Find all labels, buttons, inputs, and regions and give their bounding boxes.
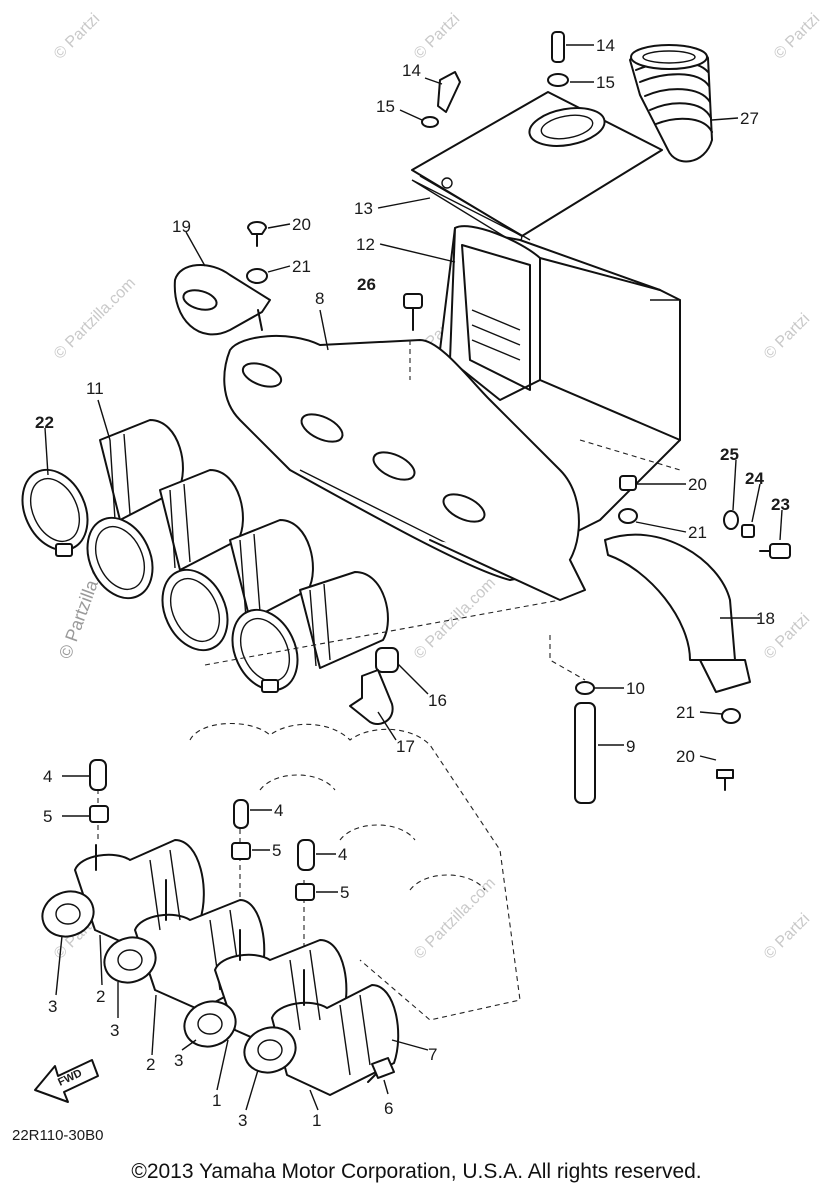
callout-4: 4 <box>43 767 52 786</box>
callout-2: 2 <box>146 1055 155 1074</box>
callout-21: 21 <box>688 523 707 542</box>
watermark-text: © Partzi <box>51 10 103 62</box>
callout-13: 13 <box>354 199 373 218</box>
part-15-washer <box>421 73 569 128</box>
part-10-clip <box>575 681 595 695</box>
part-25-washer <box>723 510 739 530</box>
callout-9: 9 <box>626 737 635 756</box>
parts-diagram: © Partzi © Partzi © Partzi © Partzilla.c… <box>12 10 823 1144</box>
callout-8: 8 <box>315 289 324 308</box>
callout-1: 1 <box>312 1111 321 1130</box>
callout-4: 4 <box>274 801 283 820</box>
callout-26: 26 <box>357 275 376 294</box>
part-21-collar <box>246 268 741 724</box>
watermark-text: © Partzilla.com <box>51 275 139 363</box>
callout-11: 11 <box>86 379 104 398</box>
callout-3: 3 <box>174 1051 183 1070</box>
part-22-clamp-bands <box>21 468 299 693</box>
copyright-notice: ©2013 Yamaha Motor Corporation, U.S.A. A… <box>131 1160 702 1183</box>
leader-lines <box>44 44 783 1111</box>
part-4-cap <box>89 759 315 871</box>
callout-3: 3 <box>110 1021 119 1040</box>
callout-16: 16 <box>428 691 447 710</box>
callout-5: 5 <box>272 841 281 860</box>
part-16-joint <box>375 647 399 673</box>
fwd-arrow-icon: FWD <box>34 1059 99 1103</box>
part-9-hose <box>574 702 596 804</box>
callout-22: 22 <box>35 413 54 432</box>
watermark-text: © Partzilla.com <box>411 875 499 963</box>
part-5-clamp <box>89 805 315 901</box>
callout-10: 10 <box>626 679 645 698</box>
part-12-airbox <box>439 225 681 541</box>
watermark-text: © Partzi <box>411 10 463 62</box>
callout-27: 27 <box>740 109 759 128</box>
callout-5: 5 <box>43 807 52 826</box>
callout-7: 7 <box>428 1045 437 1064</box>
callout-3: 3 <box>48 997 57 1016</box>
watermark-text: © Partzi <box>761 910 813 962</box>
part-11-carburetor-joints <box>99 419 389 669</box>
callout-5: 5 <box>340 883 349 902</box>
engine-outline <box>189 723 521 1021</box>
callout-6: 6 <box>384 1099 393 1118</box>
callout-21: 21 <box>292 257 311 276</box>
callout-4: 4 <box>338 845 347 864</box>
callout-23: 23 <box>771 495 790 514</box>
callout-18: 18 <box>756 609 775 628</box>
callout-15: 15 <box>376 97 395 116</box>
part-8-joint-plate <box>223 335 586 601</box>
part-3-caps <box>41 890 297 1074</box>
callout-2: 2 <box>96 987 105 1006</box>
callout-15: 15 <box>596 73 615 92</box>
watermark-text: © Partzi <box>771 10 823 62</box>
part-6-bolt <box>367 1057 395 1083</box>
callout-14: 14 <box>596 36 615 55</box>
part-20-bolt <box>247 221 734 791</box>
callout-20: 20 <box>676 747 695 766</box>
callout-3: 3 <box>238 1111 247 1130</box>
watermark-text: © Partzi <box>761 310 813 362</box>
part-17-hose <box>349 669 394 725</box>
callout-14: 14 <box>402 61 421 80</box>
part-24-nut <box>741 524 755 538</box>
callout-20: 20 <box>688 475 707 494</box>
part-26-fitting <box>403 293 423 331</box>
callout-19: 19 <box>172 217 191 236</box>
callout-20: 20 <box>292 215 311 234</box>
callout-24: 24 <box>745 469 764 488</box>
part-14-screw <box>437 31 565 113</box>
callout-labels: 14 15 27 14 15 13 12 20 21 19 26 8 11 22… <box>35 36 790 1130</box>
callout-12: 12 <box>356 235 375 254</box>
callout-1: 1 <box>212 1091 221 1110</box>
drawing-code: 22R110-30B0 <box>12 1127 103 1144</box>
callout-21: 21 <box>676 703 695 722</box>
part-1-carburetor-assy <box>214 929 400 1096</box>
callout-25: 25 <box>720 445 739 464</box>
part-18-stay <box>604 533 751 693</box>
part-23-bolt <box>759 543 791 559</box>
callout-17: 17 <box>396 737 415 756</box>
part-13-airbox-cover <box>411 91 663 248</box>
part-27-intake-duct <box>629 44 713 163</box>
part-19-bracket <box>173 263 271 336</box>
